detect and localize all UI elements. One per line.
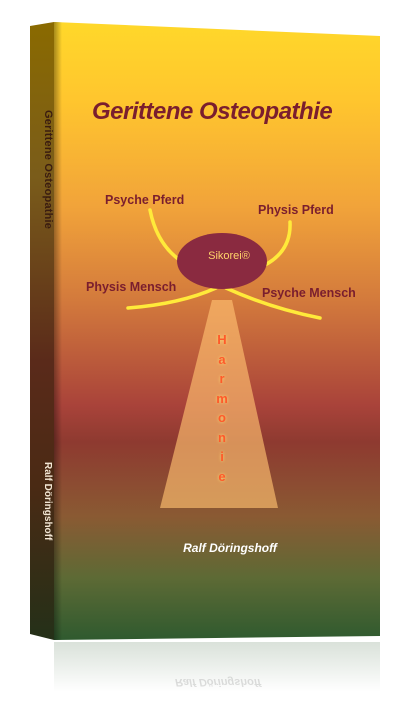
harmonie-letter: r [219, 371, 225, 386]
label-psyche-pferd: Psyche Pferd [105, 193, 185, 207]
floor-reflection [54, 642, 380, 692]
harmonie-letter: i [220, 449, 224, 464]
harmonie-letter: e [218, 468, 226, 484]
sikorei-label: Sikorei® [208, 250, 250, 262]
author-name: Ralf Döringshoff [183, 541, 277, 555]
harmonie-letter: o [218, 410, 226, 425]
cover-edge-shadow [54, 22, 62, 640]
sikorei-ellipse [177, 233, 267, 289]
book-title: Gerittene Osteopathie [92, 98, 333, 125]
harmonie-letter: m [216, 390, 228, 406]
spine-title: Gerittene Osteopathie [42, 110, 54, 230]
harmonie-beam [160, 300, 278, 508]
harmonie-letter: n [218, 429, 226, 445]
harmonie-letter: H [217, 332, 227, 347]
arc-physis-mensch [126, 286, 218, 310]
label-psyche-mensch: Psyche Mensch [262, 286, 356, 300]
harmonie-letter: a [218, 351, 226, 367]
arc-psyche-mensch [224, 286, 322, 320]
label-physis-pferd: Physis Pferd [258, 203, 334, 217]
spine-author: Ralf Döringshoff [42, 462, 53, 541]
book-spine [30, 22, 54, 640]
reflection-author: Ralf Döringshoff [175, 676, 261, 688]
label-physis-mensch: Physis Mensch [86, 280, 177, 294]
